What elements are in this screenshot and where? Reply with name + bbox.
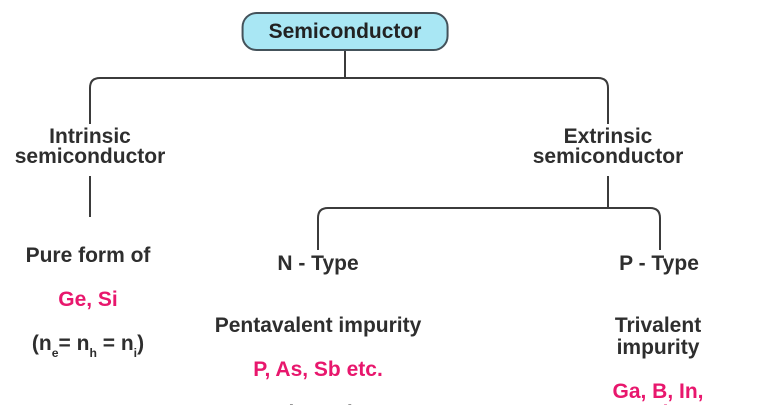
intrinsic-semiconductor-label: Intrinsic semiconductor (14, 125, 166, 168)
p-type-materials: Ga, B, In, Al (612, 380, 704, 405)
intrinsic-details: Pure form of Ge, Si (ne= nh = ni) (26, 223, 151, 377)
n-type-impurity: Pentavalent impurity (214, 314, 422, 337)
n-type-donor: Donar impurity - ND (215, 403, 422, 405)
root-node-semiconductor: Semiconductor (241, 12, 449, 51)
intrinsic-materials: Ge, Si (58, 288, 118, 311)
intrinsic-carrier-formula: (ne= nh = ni) (31, 332, 145, 360)
level2-bracket-line (317, 207, 661, 250)
n-type-materials: P, As, Sb etc. (253, 358, 383, 381)
p-type-impurity: Trivalent impurity (614, 314, 702, 359)
intrinsic-description: Pure form of (25, 244, 151, 267)
n-type-label: N - Type (277, 252, 359, 275)
p-type-label: P - Type (619, 252, 699, 275)
level1-bracket-line (89, 77, 609, 124)
p-type-details: Trivalent impurity Ga, B, In, Al Donar i… (603, 293, 713, 405)
n-type-details: Pentavalent impurity P, As, Sb etc. Dona… (215, 293, 422, 405)
extrinsic-semiconductor-label: Extrinsic semiconductor (532, 125, 684, 168)
